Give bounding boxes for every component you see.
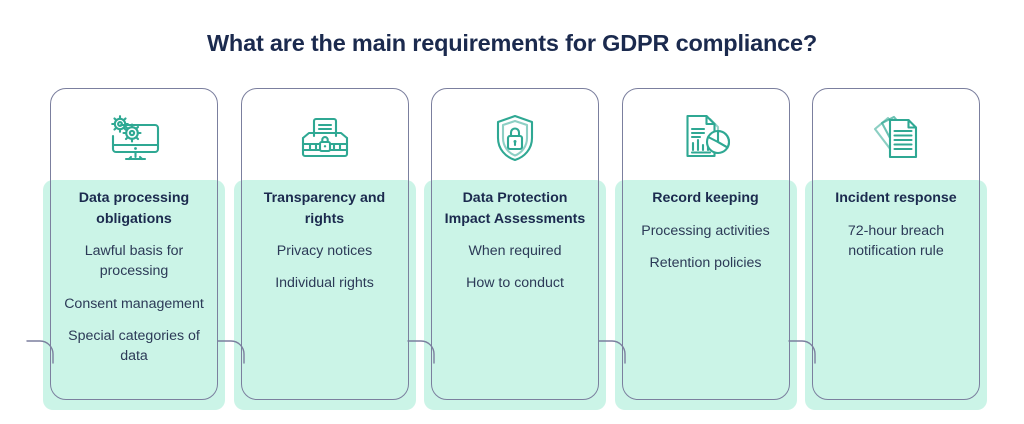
shield-lock-icon — [431, 110, 599, 166]
card-item: Processing activities — [641, 222, 770, 239]
card-item: Individual rights — [275, 275, 374, 292]
card-item: Retention policies — [649, 254, 762, 271]
monitor-gears-icon — [50, 110, 218, 166]
card-body: Transparency and rights Privacy notices … — [245, 188, 405, 294]
card-tail-connector — [407, 337, 435, 364]
card-mint-panel — [805, 180, 987, 410]
card-mint-panel — [233, 180, 416, 410]
card-body: Incident response 72-hour breach notific… — [816, 188, 976, 261]
card-heading: Transparency and rights — [263, 190, 386, 227]
card-mint-panel — [614, 180, 797, 410]
card-item: Privacy notices — [276, 243, 373, 260]
requirement-card[interactable]: Record keeping Processing activities Ret… — [597, 88, 797, 410]
card-tail-connector — [788, 337, 816, 364]
card-item: When required — [468, 243, 562, 260]
card-body: Data Protection Impact Assessments When … — [435, 188, 595, 294]
card-heading: Data Protection Impact Assessments — [444, 190, 586, 227]
card-tail-connector — [597, 337, 626, 364]
card-item: How to conduct — [466, 275, 564, 292]
folder-document-lock-icon — [241, 110, 409, 166]
card-heading: Record keeping — [652, 190, 759, 206]
card-mint-panel — [43, 180, 225, 410]
card-item: Special categories of data — [68, 327, 200, 364]
requirement-card[interactable]: Data processing obligations Lawful basis… — [26, 88, 225, 410]
card-tail-connector — [26, 337, 54, 364]
card-item: 72-hour breach notification rule — [847, 222, 945, 259]
card-icon-band — [432, 89, 598, 180]
card-body: Data processing obligations Lawful basis… — [54, 188, 214, 366]
card-tail-connector — [216, 337, 245, 364]
requirement-card[interactable]: Incident response 72-hour breach notific… — [788, 88, 987, 410]
requirement-card[interactable]: Transparency and rights Privacy notices … — [216, 88, 416, 410]
card-mint-panel — [424, 180, 606, 410]
card-heading: Data processing obligations — [78, 190, 190, 227]
card-icon-band — [241, 89, 408, 180]
card-body: Record keeping Processing activities Ret… — [626, 188, 786, 273]
report-charts-icon — [622, 110, 790, 166]
requirement-cards-row: Data processing obligations Lawful basis… — [26, 88, 987, 410]
stacked-documents-icon — [812, 110, 980, 166]
page-title: What are the main requirements for GDPR … — [206, 30, 818, 56]
card-item: Lawful basis for processing — [84, 243, 184, 280]
requirement-card[interactable]: Data Protection Impact Assessments When … — [407, 88, 606, 410]
card-item: Consent management — [64, 295, 204, 312]
card-heading: Incident response — [835, 190, 957, 206]
